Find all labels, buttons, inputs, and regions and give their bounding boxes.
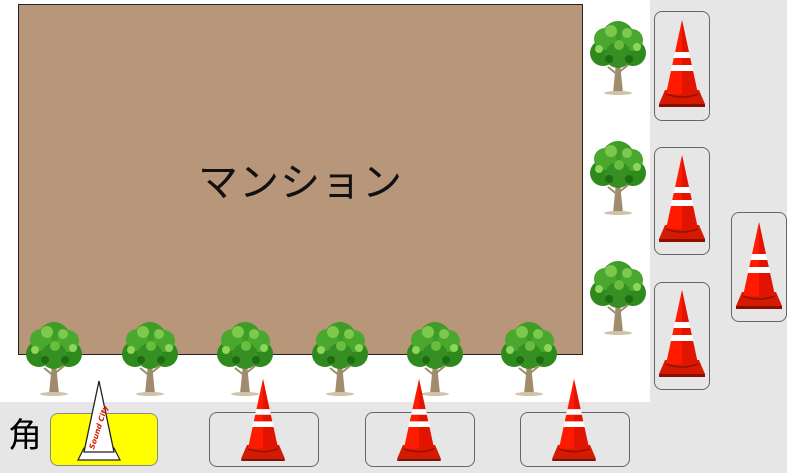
tree-icon [583, 254, 653, 336]
traffic-cone-icon [734, 220, 784, 310]
mansion-building: マンション [18, 4, 583, 355]
traffic-cone-icon [391, 377, 447, 462]
traffic-cone-icon [546, 377, 602, 462]
white-cone-icon: Sound City [74, 378, 124, 464]
corner-label: 角 [8, 416, 42, 456]
traffic-cone-icon [657, 153, 707, 243]
tree-icon [583, 14, 653, 96]
traffic-cone-icon [657, 18, 707, 108]
tree-icon [305, 315, 375, 397]
building-label: マンション [198, 150, 403, 208]
traffic-cone-icon [235, 377, 291, 462]
tree-icon [583, 134, 653, 216]
tree-icon [115, 315, 185, 397]
traffic-cone-icon [657, 288, 707, 378]
